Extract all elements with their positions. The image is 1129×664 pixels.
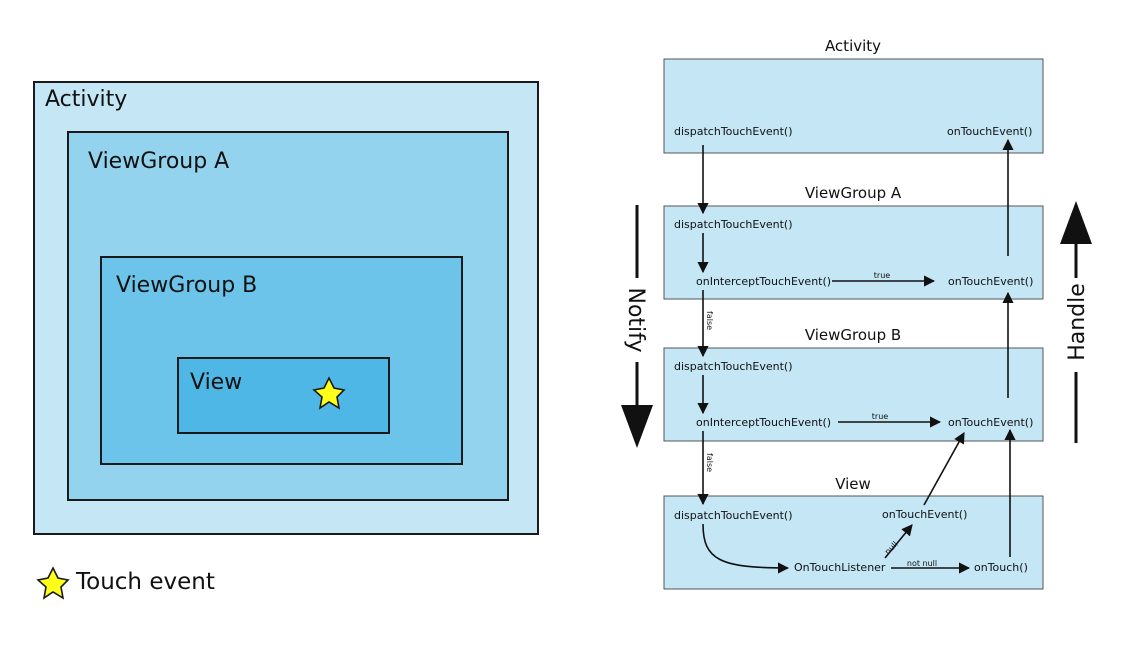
viewgroup-b-panel (663, 347, 1044, 442)
view-label: View (190, 370, 243, 395)
view-dispatch: dispatchTouchEvent() (674, 509, 793, 522)
viewgroup-b-intercept: onInterceptTouchEvent() (696, 416, 831, 429)
activity-panel-title: Activity (825, 37, 881, 55)
viewgroup-b-dispatch: dispatchTouchEvent() (674, 360, 793, 373)
view-ontouchevent: onTouchEvent() (882, 508, 967, 521)
arrow-view-ontouchevent-to-vgb (923, 432, 965, 506)
arrow-dispatch-to-listener (702, 523, 790, 574)
viewgroup-b-false-label: false (705, 453, 714, 472)
viewgroup-a-intercept: onInterceptTouchEvent() (696, 275, 831, 288)
view-ontouchlistener: OnTouchListener (794, 561, 886, 574)
activity-dispatch: dispatchTouchEvent() (674, 125, 793, 138)
viewgroup-a-ontouchevent: onTouchEvent() (948, 275, 1033, 288)
view-ontouch: onTouch() (974, 561, 1028, 574)
view-not-null-label: not null (907, 559, 937, 568)
viewgroup-a-true-label: true (874, 271, 890, 280)
view-panel (663, 495, 1044, 590)
viewgroup-b-true-label: true (872, 412, 888, 421)
viewgroup-a-dispatch: dispatchTouchEvent() (674, 218, 793, 231)
arrow-listener-null (884, 524, 913, 559)
view-panel-title: View (835, 475, 871, 493)
viewgroup-b-ontouchevent: onTouchEvent() (948, 416, 1033, 429)
handle-label: Handle (1065, 283, 1090, 361)
viewgroup-b-panel-title: ViewGroup B (805, 326, 901, 344)
viewgroup-a-label: ViewGroup A (88, 149, 230, 174)
viewgroup-b-label: ViewGroup B (116, 273, 258, 298)
notify-arrowhead (621, 405, 653, 448)
viewgroup-a-panel-title: ViewGroup A (805, 184, 902, 202)
legend-label: Touch event (76, 569, 215, 595)
viewgroup-a-panel (663, 205, 1044, 300)
activity-label: Activity (45, 87, 128, 112)
viewgroup-a-false-label: false (705, 311, 714, 330)
view-box (177, 357, 390, 434)
handle-arrowhead (1060, 201, 1092, 244)
notify-label: Notify (623, 287, 648, 352)
activity-panel (663, 58, 1044, 154)
activity-ontouchevent: onTouchEvent() (947, 125, 1032, 138)
